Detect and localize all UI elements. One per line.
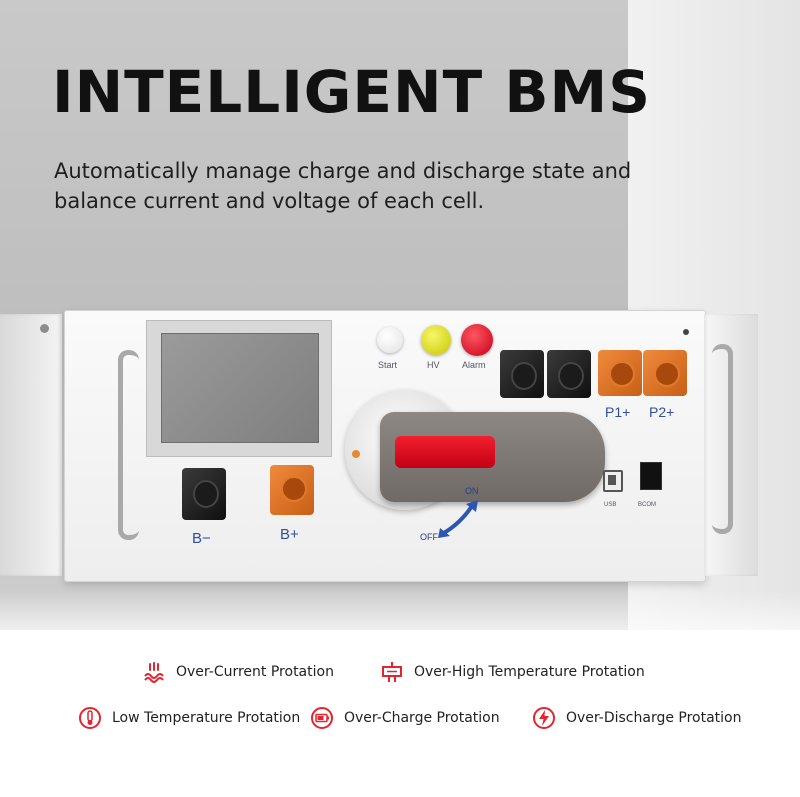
over-current-icon [144, 662, 164, 683]
rotation-arrow-icon [438, 500, 478, 538]
hv-button [421, 325, 451, 355]
switch-red-grip [395, 436, 495, 468]
bms-device-illustration: Start HV Alarm P1+ P2+ B− B+ ON OFF USB … [0, 300, 800, 590]
feature-low-temperature: Low Temperature Protation [78, 706, 300, 730]
over-discharge-icon [533, 707, 555, 729]
page-subtitle: Automatically manage charge and discharg… [54, 156, 694, 216]
mount-hole [40, 324, 49, 333]
b-minus-label: B− [192, 530, 211, 547]
terminal-socket [511, 362, 537, 390]
usb-port-label: USB [604, 502, 617, 508]
p1-plus-terminal [598, 350, 642, 396]
p2-plus-label: P2+ [649, 404, 675, 420]
hv-button-label: HV [427, 360, 440, 370]
alarm-button [461, 324, 493, 356]
start-button [377, 327, 403, 353]
switch-on-label: ON [465, 486, 479, 496]
indicator-dot [683, 329, 689, 335]
lcd-screen [146, 320, 332, 457]
feature-label: Over-High Temperature Protation [414, 664, 645, 680]
p1-plus-label: P1+ [605, 404, 631, 420]
terminal-socket [654, 361, 680, 387]
handle-left [118, 350, 139, 540]
subtitle-line-1: Automatically manage charge and discharg… [54, 159, 632, 183]
subtitle-line-2: balance current and voltage of each cell… [54, 189, 485, 213]
switch-marker [352, 450, 360, 458]
feature-over-discharge: Over-Discharge Protation [532, 706, 742, 730]
terminal-socket [281, 476, 307, 502]
black-terminal-1 [500, 350, 544, 398]
feature-label: Over-Discharge Protation [566, 710, 742, 726]
switch-off-label: OFF [420, 532, 438, 542]
bcom-port-label: BCOM [638, 502, 656, 508]
rack-ear-left [0, 314, 62, 576]
b-minus-terminal [182, 468, 226, 520]
low-temperature-icon [79, 707, 101, 729]
usb-port [603, 470, 623, 492]
feature-over-charge: Over-Charge Protation [310, 706, 500, 730]
over-charge-icon [311, 707, 333, 729]
handle-right [712, 344, 733, 534]
feature-over-high-temperature: Over-High Temperature Protation [380, 660, 645, 684]
terminal-socket [193, 480, 219, 508]
b-plus-label: B+ [280, 526, 299, 543]
features-section [0, 630, 800, 797]
lcd-display [161, 333, 319, 443]
b-plus-terminal [270, 465, 314, 515]
page-title: INTELLIGENT BMS [52, 58, 652, 126]
p2-plus-terminal [643, 350, 687, 396]
feature-label: Over-Charge Protation [344, 710, 500, 726]
terminal-socket [609, 361, 635, 387]
feature-label: Over-Current Protation [176, 664, 334, 680]
bcom-port [640, 462, 662, 490]
alarm-button-label: Alarm [462, 360, 486, 370]
feature-label: Low Temperature Protation [112, 710, 301, 726]
black-terminal-2 [547, 350, 591, 398]
start-button-label: Start [378, 360, 398, 370]
over-temperature-icon [382, 662, 402, 682]
feature-over-current: Over-Current Protation [142, 660, 334, 684]
terminal-socket [558, 362, 584, 390]
